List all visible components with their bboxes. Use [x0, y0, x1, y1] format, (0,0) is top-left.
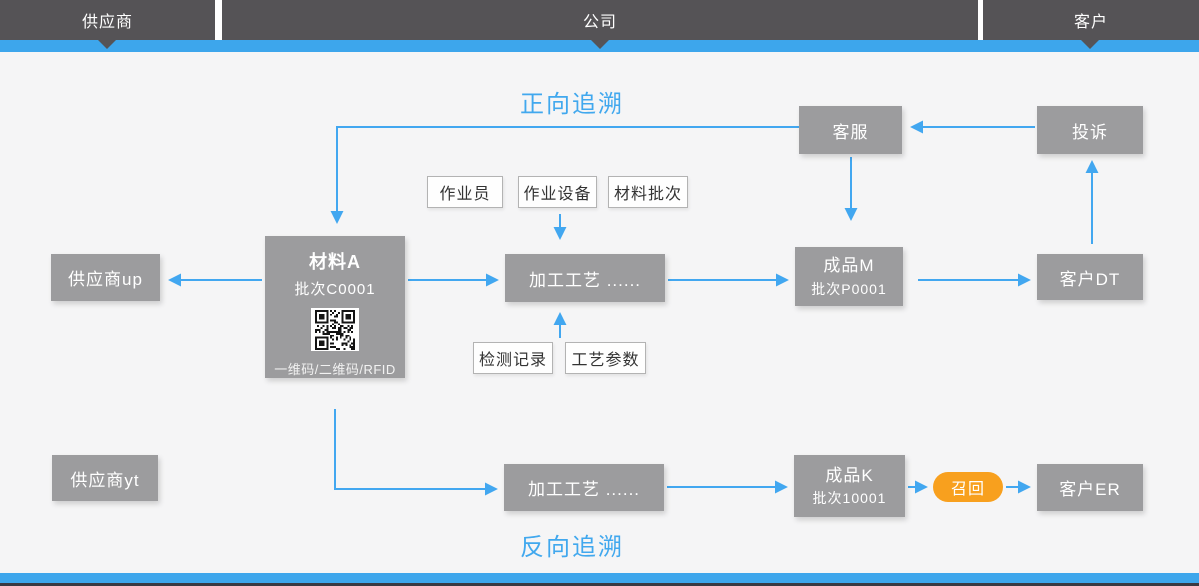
- node-supplier-yt-label: 供应商yt: [70, 470, 140, 490]
- header-lane-company: 公司: [222, 0, 978, 40]
- material-a-title: 材料A: [309, 252, 361, 272]
- recall-label: 召回: [950, 481, 985, 498]
- node-recall-badge: 召回: [933, 472, 1003, 502]
- lane-label-customer: 客户: [1073, 14, 1108, 31]
- tag-operator: 作业员: [427, 176, 503, 208]
- bottom-dark-bar: [0, 583, 1199, 586]
- lane-label-supplier: 供应商: [81, 14, 133, 31]
- tag-material-batch: 材料批次: [608, 176, 688, 208]
- node-customer-er-label: 客户ER: [1059, 480, 1121, 499]
- lane-pointer-supplier-icon: [98, 40, 116, 49]
- node-customer-er: 客户ER: [1037, 464, 1143, 511]
- lane-pointer-company-icon: [591, 40, 609, 49]
- tag-inspection-record: 检测记录: [473, 342, 553, 374]
- product-k-title: 成品K: [825, 465, 874, 485]
- product-m-batch: 批次P0001: [811, 280, 887, 297]
- node-complaint: 投诉: [1037, 106, 1143, 154]
- node-supplier-up-label: 供应商up: [68, 270, 143, 289]
- node-product-k: 成品K 批次10001: [794, 455, 905, 517]
- node-customer-service: 客服: [799, 106, 902, 154]
- lane-label-company: 公司: [582, 14, 617, 31]
- header-lane-customer: 客户: [983, 0, 1199, 40]
- node-customer-service-label: 客服: [832, 122, 869, 142]
- tag-process-params: 工艺参数: [565, 342, 646, 374]
- node-process-bottom-label: 加工工艺 ......: [527, 480, 641, 499]
- tag-equipment: 作业设备: [518, 176, 597, 208]
- tag-inspection-record-label: 检测记录: [478, 352, 547, 369]
- material-a-batch: 批次C0001: [294, 281, 376, 298]
- node-customer-dt: 客户DT: [1037, 254, 1143, 300]
- node-product-m: 成品M 批次P0001: [795, 247, 903, 306]
- node-process-top: 加工工艺 ......: [505, 254, 665, 302]
- header-lane-supplier: 供应商: [0, 0, 215, 40]
- tag-process-params-label: 工艺参数: [571, 352, 640, 369]
- tag-material-batch-label: 材料批次: [613, 186, 682, 203]
- backward-trace-title: 反向追溯: [520, 534, 624, 561]
- tag-operator-label: 作业员: [439, 186, 491, 203]
- node-supplier-up: 供应商up: [51, 254, 160, 301]
- node-process-bottom: 加工工艺 ......: [504, 464, 664, 511]
- node-supplier-yt: 供应商yt: [52, 455, 158, 501]
- material-a-code-caption: 一维码/二维码/RFID: [274, 362, 396, 377]
- forward-trace-title: 正向追溯: [520, 91, 624, 118]
- bottom-accent-bar: [0, 573, 1199, 583]
- node-material-a: 材料A 批次C0001 一维码/二维码/RFID: [265, 236, 405, 378]
- product-k-batch: 批次10001: [812, 490, 887, 507]
- qr-code-icon: [311, 308, 359, 351]
- lane-pointer-customer-icon: [1081, 40, 1099, 49]
- tag-equipment-label: 作业设备: [523, 186, 592, 203]
- product-m-title: 成品M: [823, 256, 875, 276]
- node-process-top-label: 加工工艺 ......: [528, 270, 642, 290]
- node-customer-dt-label: 客户DT: [1059, 269, 1121, 289]
- node-complaint-label: 投诉: [1072, 122, 1108, 142]
